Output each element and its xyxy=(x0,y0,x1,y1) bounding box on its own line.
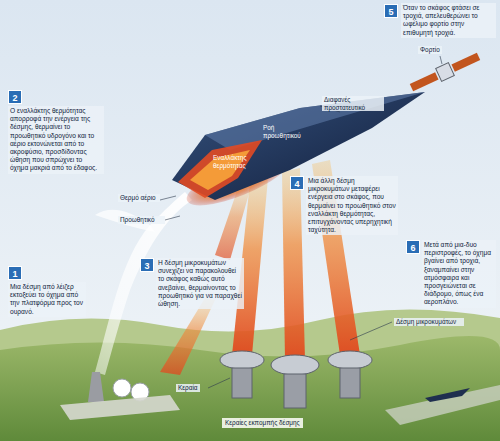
step-text: Όταν το σκάφος φτάσει σε τροχιά, απελευθ… xyxy=(401,3,496,38)
part-label: Θερμό αέριο xyxy=(118,194,160,202)
part-label: Προωθητικό xyxy=(118,216,165,224)
callout-number: 5 xyxy=(384,4,398,18)
part-label: Φορτίο xyxy=(418,46,442,54)
callout-number: 6 xyxy=(406,240,420,254)
part-label: Διαφανές προστατευτικό xyxy=(322,96,384,111)
step-text: Μια δέσμη από λέιζερ εκτοξεύει το όχημα … xyxy=(8,282,86,317)
callout-number: 4 xyxy=(290,176,304,190)
callout-number: 2 xyxy=(8,90,22,104)
step-text: Ο εναλλάκτης θερμότητας απορροφά την ενέ… xyxy=(8,106,104,174)
step-text: Η δέσμη μικροκυμάτων συνεχίζει να παρακο… xyxy=(156,258,244,309)
part-label: Κεραίες εκπομπής δέσμης xyxy=(222,418,303,428)
part-label: Δέσμη μικροκυμάτων xyxy=(394,318,464,326)
part-label: Κεραία xyxy=(176,384,200,392)
step-text: Μια άλλη δέσμη μικροκυμάτων μεταφέρει εν… xyxy=(306,176,398,235)
part-label: Ροή προωθητικού xyxy=(262,124,312,139)
callout-number: 1 xyxy=(8,266,22,280)
callout-number: 3 xyxy=(140,258,154,272)
part-label: Εναλλάκτης θερμότητας xyxy=(212,154,260,169)
step-text: Μετά από μια-δυο περιστροφές, το όχημα β… xyxy=(422,240,496,308)
